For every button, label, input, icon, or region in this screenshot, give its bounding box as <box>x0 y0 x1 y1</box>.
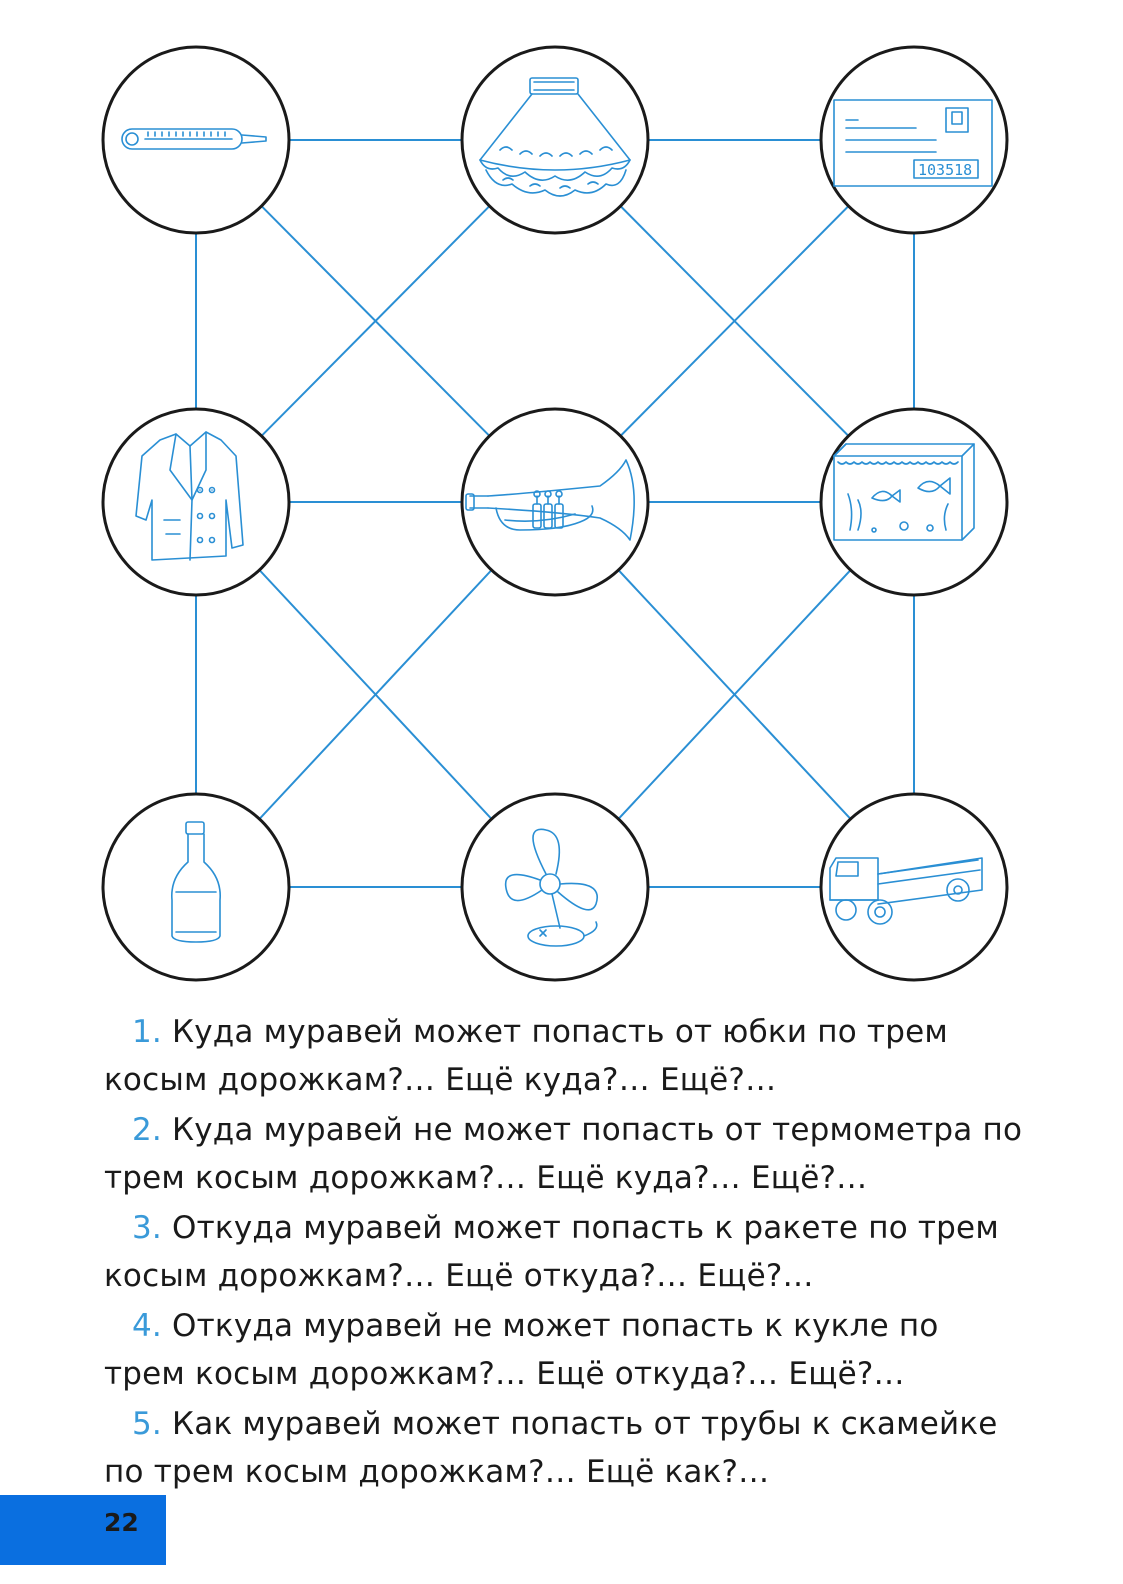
page-number-tab <box>0 1495 166 1565</box>
node-thermometer <box>101 45 291 235</box>
questions-list: 1. Куда муравей может попасть от юбки по… <box>104 1008 1024 1498</box>
aquarium-icon <box>833 443 975 541</box>
postcode-text: 103518 <box>918 161 972 179</box>
thermometer-icon <box>121 128 267 150</box>
fan-icon <box>504 828 598 947</box>
node-fan <box>460 792 650 982</box>
node-skirt <box>460 45 650 235</box>
question-3: 3. Откуда муравей может попасть к ракете… <box>104 1204 1024 1300</box>
question-1: 1. Куда муравей может попасть от юбки по… <box>104 1008 1024 1104</box>
node-trumpet <box>460 407 650 597</box>
question-4: 4. Откуда муравей не может попасть к кук… <box>104 1302 1024 1398</box>
question-text: Как муравей может попасть от трубы к ска… <box>104 1406 998 1490</box>
trumpet-icon <box>465 459 635 541</box>
coat-icon <box>135 431 244 561</box>
node-coat <box>101 407 291 597</box>
question-text: Куда муравей может попасть от юбки по тр… <box>104 1014 948 1098</box>
path-diagram: 103518 <box>101 45 1009 982</box>
question-5: 5. Как муравей может попасть от трубы к … <box>104 1400 1024 1496</box>
question-text: Куда муравей не может попасть от термоме… <box>104 1112 1023 1196</box>
node-aquarium <box>819 407 1009 597</box>
truck-icon <box>829 857 983 925</box>
question-2: 2. Куда муравей не может попасть от терм… <box>104 1106 1024 1202</box>
envelope-icon: 103518 <box>833 99 993 187</box>
question-number: 2. <box>132 1112 162 1148</box>
question-text: Откуда муравей может попасть к ракете по… <box>104 1210 999 1294</box>
bottle-icon <box>171 821 221 943</box>
node-bottle <box>101 792 291 982</box>
skirt-icon <box>479 77 631 197</box>
question-text: Откуда муравей не может попасть к кукле … <box>104 1308 939 1392</box>
node-truck <box>819 792 1009 982</box>
question-number: 4. <box>132 1308 162 1344</box>
question-number: 1. <box>132 1014 162 1050</box>
question-number: 3. <box>132 1210 162 1246</box>
page-number: 22 <box>104 1508 139 1537</box>
question-number: 5. <box>132 1406 162 1442</box>
